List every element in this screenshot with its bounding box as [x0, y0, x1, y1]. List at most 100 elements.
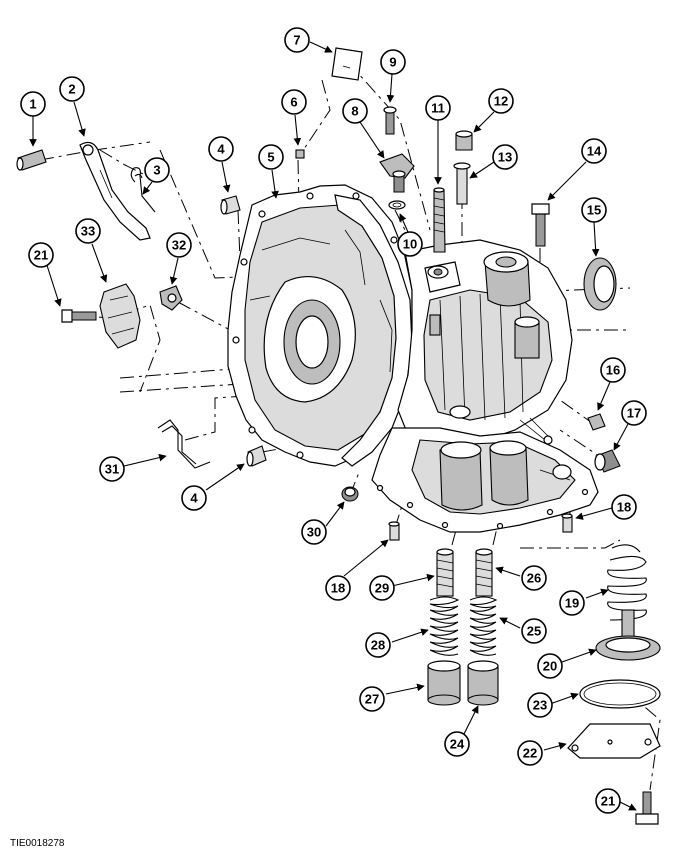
part-cover-22: [567, 723, 661, 759]
callout-3-label: 3: [153, 163, 160, 178]
callout-2-label: 2: [68, 82, 75, 97]
callout-14-label: 14: [587, 144, 602, 159]
callout-24: 24: [444, 731, 470, 757]
callout-3: 3: [144, 157, 170, 183]
callout-31: 31: [99, 456, 125, 482]
callout-7-label: 7: [293, 33, 300, 48]
part-oring-10: [388, 200, 406, 210]
part-oring-23: [579, 679, 661, 709]
callout-23-label: 23: [533, 698, 547, 713]
callout-4-upper-label: 4: [217, 142, 225, 157]
callout-21-lower-label: 21: [601, 794, 615, 809]
part-plug-6: [295, 149, 305, 159]
callout-29-label: 29: [375, 581, 389, 596]
callout-22-label: 22: [523, 746, 537, 761]
callout-31-label: 31: [105, 462, 119, 477]
callout-33-label: 33: [81, 224, 95, 239]
callout-10: 10: [397, 231, 423, 257]
part-spring-28: [429, 596, 460, 656]
part-seal-15: [583, 257, 617, 311]
callout-18-right-label: 18: [617, 500, 631, 515]
callout-19: 19: [559, 590, 585, 616]
part-stud-11: [433, 187, 446, 253]
callout-8-label: 8: [351, 104, 358, 119]
callout-9: 9: [380, 49, 406, 75]
callout-16-label: 16: [606, 363, 620, 378]
callout-21-upper-label: 21: [34, 248, 48, 263]
part-dowel-18-left: [388, 521, 400, 541]
callout-27-label: 27: [365, 692, 379, 707]
part-sensor-8: [379, 153, 415, 193]
callout-18-left-label: 18: [331, 581, 345, 596]
part-plug-17: [594, 449, 621, 473]
part-piston-29: [436, 548, 454, 597]
callout-24-label: 24: [450, 737, 465, 752]
callout-28: 28: [365, 632, 391, 658]
callout-22: 22: [517, 740, 543, 766]
callout-20: 20: [537, 653, 563, 679]
callout-13-label: 13: [498, 150, 512, 165]
part-wire-31: [157, 419, 211, 469]
figure-reference-code: TIE0018278: [10, 838, 65, 849]
callout-4-upper: 4: [208, 136, 234, 162]
callout-16: 16: [600, 357, 626, 383]
callout-7: 7: [284, 27, 310, 53]
part-bolt-14: [531, 203, 550, 247]
callout-20-label: 20: [543, 659, 557, 674]
callout-26: 26: [521, 565, 547, 591]
callout-6: 6: [281, 89, 307, 115]
leader-lines: [29, 41, 637, 811]
callout-8: 8: [342, 98, 368, 124]
callout-1: 1: [20, 91, 46, 117]
part-cap-12: [455, 130, 473, 151]
callout-23: 23: [527, 692, 553, 718]
callout-26-label: 26: [527, 571, 541, 586]
part-lever-2: [79, 141, 151, 241]
callout-32-label: 32: [172, 238, 186, 253]
callout-9-label: 9: [389, 55, 396, 70]
part-cup-27: [427, 660, 461, 706]
callout-12: 12: [488, 88, 514, 114]
callout-4-lower: 4: [181, 485, 207, 511]
part-piston-20: [595, 609, 661, 661]
part-bracket-33: [99, 283, 141, 349]
callout-21-lower: 21: [595, 788, 621, 814]
part-bolt-9: [383, 106, 397, 135]
part-bolt-21-upper: [61, 309, 97, 323]
part-spring-25: [469, 596, 498, 656]
callout-6-label: 6: [290, 95, 297, 110]
callout-1-label: 1: [29, 97, 36, 112]
callout-2: 2: [59, 76, 85, 102]
callout-10-label: 10: [403, 237, 417, 252]
part-dowel-18-right: [561, 513, 573, 533]
callout-5: 5: [258, 144, 284, 170]
callout-18-right: 18: [611, 494, 637, 520]
callout-25: 25: [521, 618, 547, 644]
callout-14: 14: [581, 138, 607, 164]
callout-27: 27: [359, 686, 385, 712]
callout-33: 33: [75, 218, 101, 244]
callout-13: 13: [492, 144, 518, 170]
callout-25-label: 25: [527, 624, 541, 639]
callout-32: 32: [166, 232, 192, 258]
part-plate-7: [331, 47, 363, 81]
part-dowel-4-lower: [246, 445, 267, 467]
callout-30-label: 30: [307, 525, 321, 540]
part-plug-30: [341, 486, 359, 502]
callout-18-left: 18: [325, 575, 351, 601]
callout-11-label: 11: [431, 101, 445, 116]
callout-15: 15: [581, 197, 607, 223]
part-piston-26: [475, 548, 493, 597]
transmission-housing: [227, 184, 599, 533]
callout-28-label: 28: [371, 638, 385, 653]
part-pin-1: [16, 149, 47, 171]
part-bolt-13: [453, 162, 471, 205]
callout-30: 30: [301, 519, 327, 545]
part-plug-16: [587, 413, 606, 431]
callout-11: 11: [425, 95, 451, 121]
callout-19-label: 19: [565, 596, 579, 611]
callout-21-upper: 21: [28, 242, 54, 268]
part-spring-19: [607, 544, 647, 621]
part-clip-32: [159, 285, 183, 311]
